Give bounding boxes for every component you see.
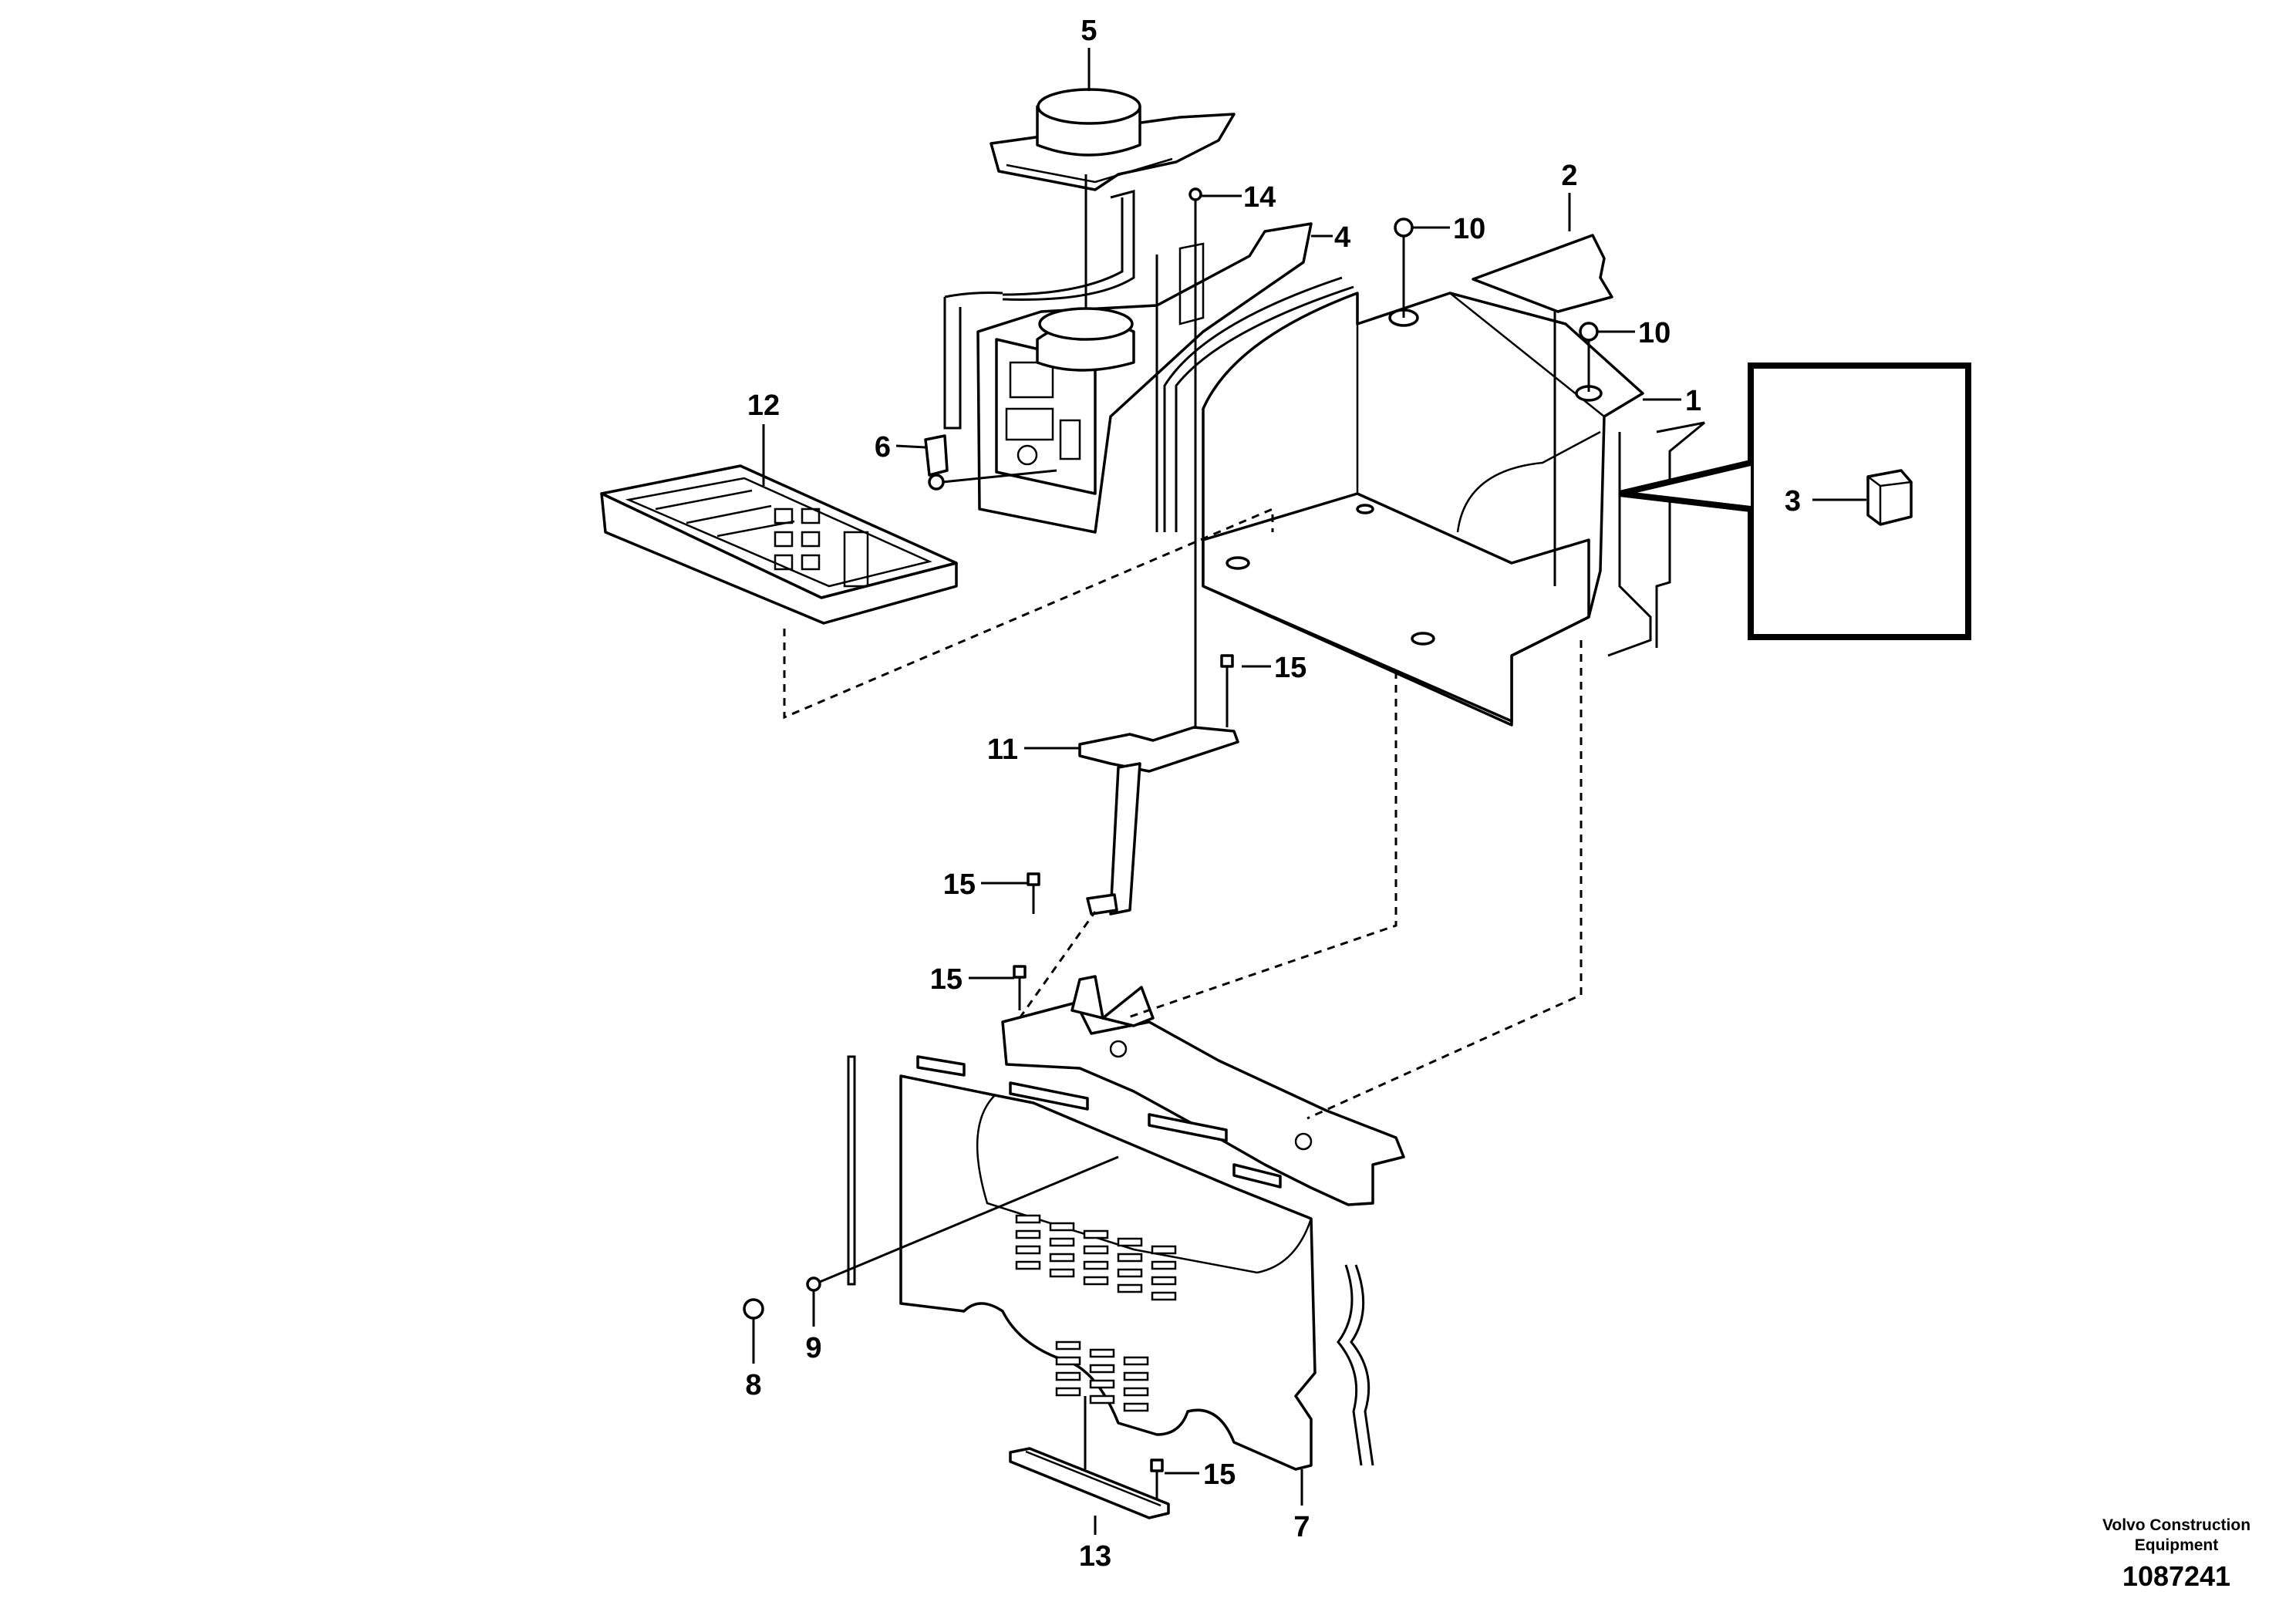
part-1-floor-housing	[1202, 292, 1705, 727]
callout-1: 1	[1685, 385, 1701, 417]
part-3-detail-box	[1619, 363, 1971, 640]
callout-3: 3	[1785, 485, 1801, 518]
callout-labels: 5 14 4 10 2 10 1 3 12 6 15 11 15 15 8 9 …	[745, 15, 1801, 1573]
part-8-knob	[743, 1298, 764, 1320]
vent-slots-upper	[1015, 1214, 1177, 1301]
part-14-rod	[1188, 187, 1202, 729]
callout-2: 2	[1561, 160, 1577, 192]
callout-15a: 15	[1274, 652, 1306, 684]
part-12-floor-mat	[600, 464, 958, 625]
part-2-plate	[1472, 234, 1613, 313]
assembly-lines	[783, 174, 1583, 1469]
callout-12: 12	[747, 389, 780, 422]
footer-company-line1: Volvo Construction	[2102, 1516, 2250, 1534]
part-10-fastener-b	[1579, 322, 1599, 392]
drawing-number: 1087241	[2122, 1560, 2230, 1592]
callout-15c: 15	[930, 963, 963, 996]
callout-6: 6	[875, 431, 891, 464]
leader-lines	[752, 48, 1866, 1535]
part-4-console-panel	[943, 190, 1354, 534]
callout-4: 4	[1334, 221, 1350, 254]
part-11-bracket	[1078, 726, 1239, 916]
trim-strips	[916, 1055, 1282, 1189]
mounting-frame	[1001, 975, 1405, 1206]
footer-block: Volvo Construction Equipment 1087241	[2102, 1516, 2250, 1592]
part-15-bolt-c	[1013, 965, 1027, 1010]
callout-7: 7	[1293, 1511, 1310, 1543]
footer-company-line2: Equipment	[2135, 1536, 2219, 1554]
callout-15b: 15	[943, 868, 976, 901]
part-10-fastener-a	[1394, 218, 1414, 318]
part-15-bolt-b	[1027, 872, 1040, 914]
part-6-clip	[924, 434, 949, 491]
part-15-bolt-a	[1220, 654, 1234, 727]
callout-14: 14	[1243, 181, 1276, 214]
callout-10b: 10	[1638, 317, 1671, 349]
part-15-bolt-d	[1150, 1458, 1164, 1500]
callout-5: 5	[1081, 15, 1097, 47]
part-7-side-panel	[847, 1055, 1374, 1471]
callout-10a: 10	[1453, 213, 1485, 245]
callout-11: 11	[987, 733, 1018, 766]
callout-8: 8	[745, 1369, 761, 1401]
callout-13: 13	[1079, 1540, 1111, 1573]
part-13-trim-bar	[1009, 1447, 1170, 1519]
vent-slots-lower	[1055, 1340, 1149, 1412]
callout-9: 9	[805, 1332, 821, 1364]
part-5-duct-cover	[990, 88, 1236, 191]
callout-15d: 15	[1203, 1458, 1236, 1491]
